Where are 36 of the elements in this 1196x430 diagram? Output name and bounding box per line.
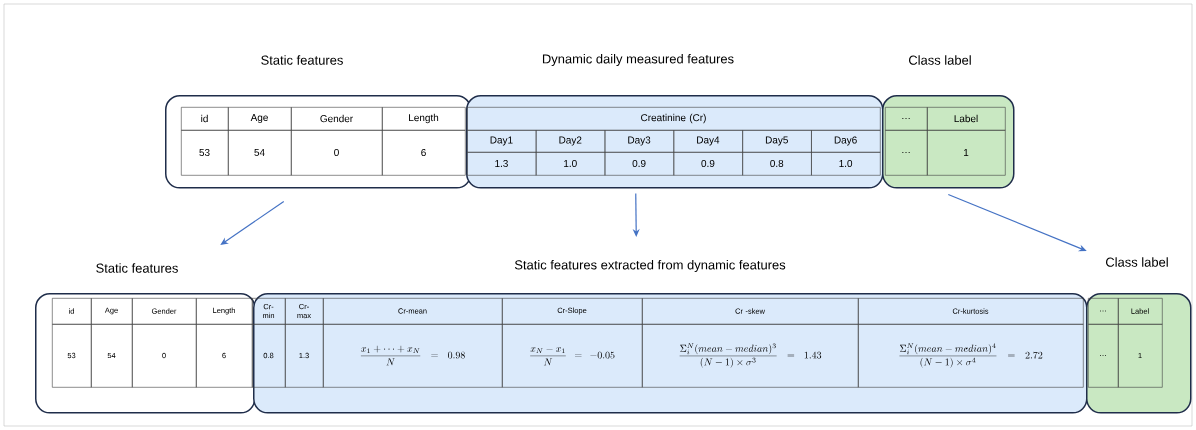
table-cell: Day6 — [811, 130, 881, 153]
table-cell: 0 — [291, 130, 383, 176]
table-cell: $\frac{x_1+\cdots+x_N}{N}=0.98$ — [323, 324, 503, 388]
heading: Static features — [96, 263, 178, 273]
table-cell: $\frac{x_N-x_1}{N}=-0.05$ — [502, 324, 643, 388]
table-cell: … — [885, 107, 928, 131]
table-cell: Label — [927, 107, 1006, 131]
table-cell: Day1 — [467, 130, 537, 153]
table-cell: 6 — [382, 130, 466, 176]
arrow — [220, 200, 285, 245]
table-cell: 0.8 — [742, 152, 812, 176]
heading: Static features — [261, 55, 343, 65]
table-cell: Day2 — [535, 130, 606, 153]
table-cell: 53 — [181, 130, 229, 176]
table-cell: 1.0 — [811, 152, 881, 176]
heading: Dynamic daily measured features — [542, 53, 734, 67]
table-cell: 1.3 — [467, 152, 537, 176]
table-cell: Gender — [291, 107, 383, 131]
table-cell: Day5 — [742, 130, 812, 153]
table-cell: Day3 — [604, 130, 675, 153]
table-cell: id — [181, 107, 229, 131]
table-cell: 54 — [228, 130, 292, 176]
table-cell: $\frac{\Sigma_i^N(mean-median)^3}{(N-1)\times\sigma^3}=1.43$ — [642, 324, 859, 388]
table-cell: 1 — [927, 130, 1006, 176]
table-cell: 0.9 — [604, 152, 675, 176]
table-cell: Day4 — [673, 130, 743, 153]
table-cell: … — [885, 130, 928, 176]
heading: Class label — [1106, 257, 1168, 267]
table-cell: Creatinine (Cr) — [467, 107, 881, 131]
heading: Static features extracted from dynamic features — [514, 259, 786, 273]
table-cell: $\frac{\Sigma_i^N(mean-median)^4}{(N-1)\times\sigma^4}=2.72$ — [858, 324, 1084, 388]
heading: Class label — [909, 55, 971, 65]
table-cell: Age — [228, 107, 292, 131]
table-cell: 0.9 — [673, 152, 743, 176]
table-cell: 1.0 — [535, 152, 606, 176]
table-cell: Length — [382, 107, 466, 131]
